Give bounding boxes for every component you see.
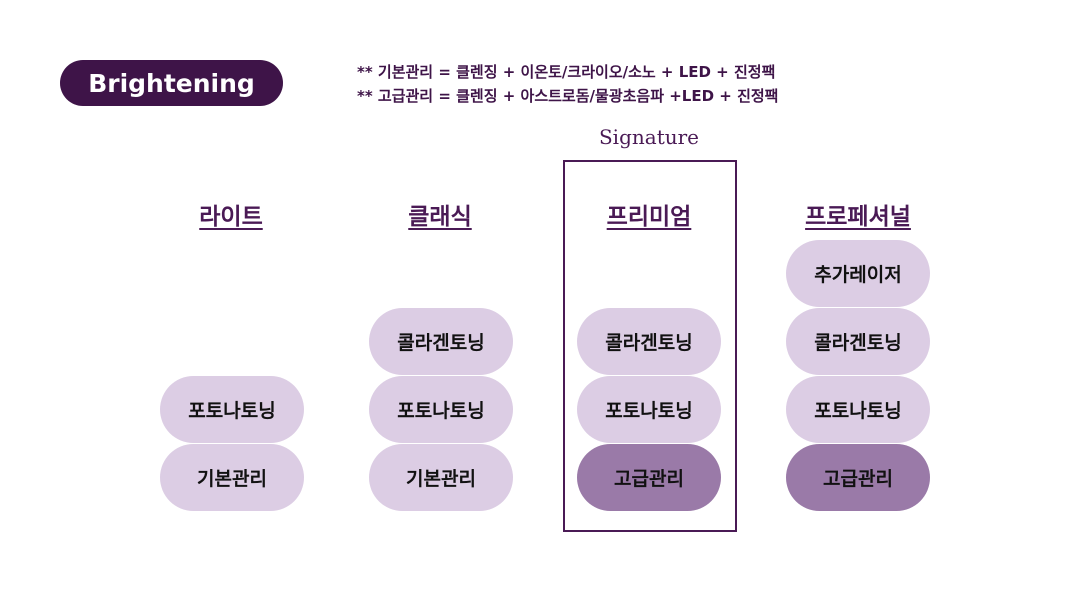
- note-premium-care: ** 고급관리 = 클렌징 + 아스트로돔/물광초음파 +LED + 진정팩: [357, 87, 779, 105]
- item-pill: 기본관리: [160, 444, 304, 511]
- signature-label: Signature: [598, 125, 700, 149]
- column-title-premium: 프리미엄: [606, 204, 692, 230]
- item-pill: 콜라겐토닝: [577, 308, 721, 375]
- item-pill-highlight: 고급관리: [577, 444, 721, 511]
- item-pill: 기본관리: [369, 444, 513, 511]
- column-title-professional: 프로페셔널: [805, 204, 911, 230]
- note-basic-care: ** 기본관리 = 클렌징 + 이온토/크라이오/소노 + LED + 진정팩: [357, 63, 776, 81]
- item-pill: 포토나토닝: [577, 376, 721, 443]
- signature-highlight-box: [563, 160, 737, 532]
- item-pill: 포토나토닝: [160, 376, 304, 443]
- brightening-title-badge: Brightening: [60, 60, 283, 106]
- item-pill: 포토나토닝: [369, 376, 513, 443]
- package-notes: ** 기본관리 = 클렌징 + 이온토/크라이오/소노 + LED + 진정팩 …: [357, 60, 778, 108]
- item-pill-highlight: 고급관리: [786, 444, 930, 511]
- column-title-light: 라이트: [199, 204, 263, 230]
- column-title-classic: 클래식: [408, 204, 472, 230]
- item-pill: 콜라겐토닝: [369, 308, 513, 375]
- item-pill: 추가레이저: [786, 240, 930, 307]
- item-pill: 콜라겐토닝: [786, 308, 930, 375]
- item-pill: 포토나토닝: [786, 376, 930, 443]
